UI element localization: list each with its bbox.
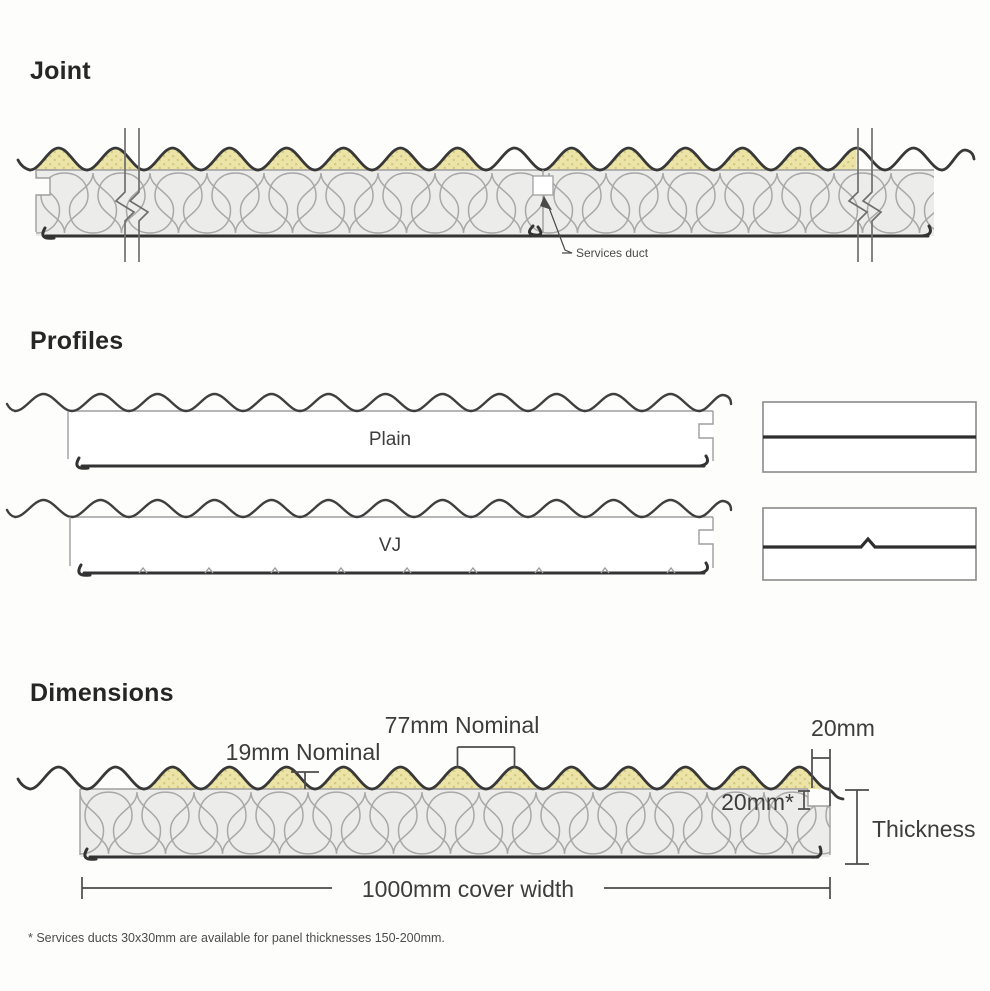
plain-bottom-left-hook <box>75 456 90 470</box>
plain-bottom-right-hook <box>698 454 709 468</box>
dim-thickness-label: Thickness <box>872 816 976 842</box>
profiles-heading: Profiles <box>30 327 124 355</box>
dim-19mm-tick <box>291 771 319 789</box>
vj-bottom-right-hook <box>698 561 709 575</box>
joint-left-edge <box>35 169 57 232</box>
dim-crest-insulation <box>144 767 828 789</box>
joint-heading: Joint <box>30 57 91 85</box>
dim-20mm-step-marks <box>798 790 810 810</box>
profile-plain-label: Plain <box>369 429 411 450</box>
joint-corrugated-skin <box>16 146 976 172</box>
services-duct-leader <box>547 204 573 254</box>
vj-right-edge <box>698 517 714 568</box>
joint-left-notch <box>36 178 50 195</box>
dim-20mm-step-label: 20mm* <box>721 789 794 815</box>
services-duct-footnote: * Services ducts 30x30mm are available f… <box>28 931 445 945</box>
profile-plain-drawing: Plain <box>5 392 977 473</box>
vj-soffit-detail-box <box>762 507 977 581</box>
joint-drawing: Services duct <box>16 127 976 263</box>
services-duct-label: Services duct <box>576 246 649 260</box>
vj-corrugated-skin <box>5 498 733 519</box>
dimensions-drawing: 77mm Nominal 19mm Nominal 20mm 20mm* Thi… <box>16 712 976 902</box>
dim-cover-width-label: 1000mm cover width <box>362 876 574 902</box>
profile-vj-label: VJ <box>379 535 401 556</box>
dimensions-heading: Dimensions <box>30 679 174 707</box>
dim-core-insulation-hatch <box>80 789 830 857</box>
dim-77mm-bracket <box>456 746 516 768</box>
dim-cover-width-line <box>81 877 831 899</box>
dim-right-edge-step <box>807 789 831 855</box>
joint-bottom-right-hook <box>920 224 932 238</box>
plain-panel-body <box>68 411 713 466</box>
joint-bottom-left-hook <box>41 226 56 240</box>
dim-bottom-right-hook <box>810 845 823 859</box>
plain-right-edge <box>698 411 714 461</box>
dim-20mm-sidelap-marks <box>811 749 831 806</box>
dim-thickness-line <box>845 789 869 865</box>
vj-bottom-left-hook <box>77 563 92 577</box>
joint-core-insulation-hatch <box>36 170 934 236</box>
plain-corrugated-skin <box>5 392 733 413</box>
dim-20mm-sidelap-label: 20mm <box>811 715 875 741</box>
dim-19mm-label: 19mm Nominal <box>226 739 381 765</box>
joint-seam-bottom-hook <box>528 224 543 237</box>
vj-panel-body <box>70 517 713 573</box>
vj-groove-ticks <box>138 566 676 574</box>
vj-soffit-line <box>763 536 976 549</box>
services-duct-cavity <box>532 175 554 196</box>
profile-vj-drawing: VJ <box>5 498 977 581</box>
dim-bottom-left-hook <box>83 847 98 861</box>
dim-77mm-label: 77mm Nominal <box>385 712 540 738</box>
